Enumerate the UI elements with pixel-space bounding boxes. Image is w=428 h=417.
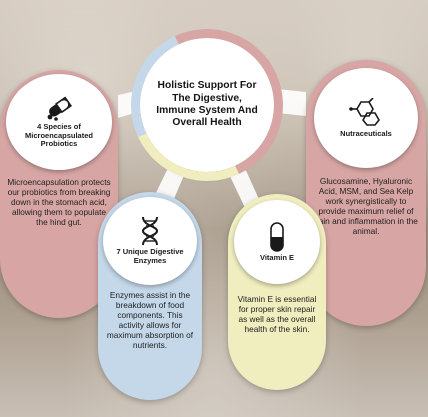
center-title: Holistic Support For The Digestive, Immu…	[156, 80, 258, 129]
enzymes-description: Enzymes assist in the breakdown of food …	[106, 290, 194, 350]
probiotics-description: Microencapsulation protects our probioti…	[7, 177, 111, 227]
probiotics-head: 4 Species of Microencapsulated Probiotic…	[6, 74, 112, 170]
nutraceuticals-head: Nutraceuticals	[314, 68, 418, 168]
vitamin-e-head: Vitamin E	[234, 200, 320, 284]
vitamin-e-title: Vitamin E	[259, 252, 295, 262]
nutraceuticals-card: Nutraceuticals Glucosamine, Hyaluronic A…	[306, 60, 426, 326]
enzymes-title: 7 Unique Digestive Enzymes	[116, 247, 184, 265]
center-hub: Holistic Support For The Digestive, Immu…	[140, 38, 274, 172]
molecule-icon	[349, 97, 383, 128]
nutraceuticals-title: Nutraceuticals	[340, 128, 392, 138]
capsule-icon	[44, 95, 74, 121]
enzymes-head: 7 Unique Digestive Enzymes	[103, 197, 197, 285]
nutraceuticals-description: Glucosamine, Hyaluronic Acid, MSM, and S…	[314, 176, 418, 236]
probiotics-title: 4 Species of Microencapsulated Probiotic…	[25, 122, 93, 149]
enzymes-card: 7 Unique Digestive Enzymes Enzymes assis…	[98, 192, 202, 400]
vitamin-e-description: Vitamin E is essential for proper skin r…	[237, 294, 317, 334]
pill-icon	[269, 221, 285, 252]
dna-icon	[139, 216, 161, 246]
vitamin-e-card: Vitamin E Vitamin E is essential for pro…	[228, 194, 326, 390]
